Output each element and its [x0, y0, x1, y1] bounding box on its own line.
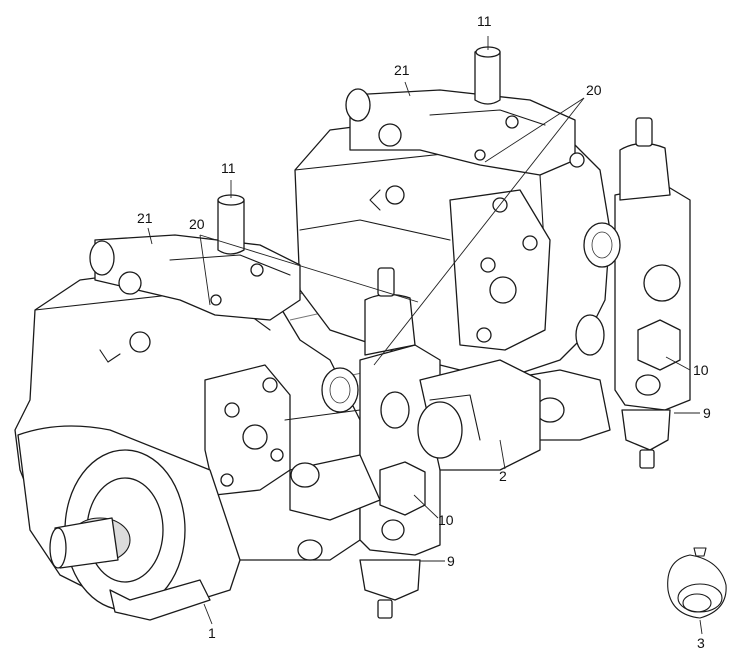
rear-valve-block — [583, 117, 691, 469]
callout-11-front: 11 — [221, 160, 236, 176]
callout-1: 1 — [208, 625, 216, 641]
front-sensor-plug — [217, 194, 245, 255]
callout-9-rear: 9 — [703, 405, 711, 421]
front-valve-block — [321, 267, 441, 619]
seal-kit-drawing — [667, 547, 727, 619]
front-pump-body — [14, 261, 361, 621]
central-housing — [289, 359, 541, 561]
callout-3: 3 — [697, 635, 705, 651]
rear-sensor-plug — [474, 46, 501, 105]
leader-lines — [147, 36, 703, 635]
callout-10-rear: 10 — [693, 362, 709, 378]
callout-20-front: 20 — [189, 216, 205, 232]
callout-21-front: 21 — [137, 210, 153, 226]
callout-11-rear: 11 — [477, 13, 492, 29]
callout-9-front: 9 — [447, 553, 455, 569]
callout-2: 2 — [499, 468, 507, 484]
callout-21-rear: 21 — [394, 62, 410, 78]
callout-10-front: 10 — [438, 512, 454, 528]
callout-20-rear: 20 — [586, 82, 602, 98]
